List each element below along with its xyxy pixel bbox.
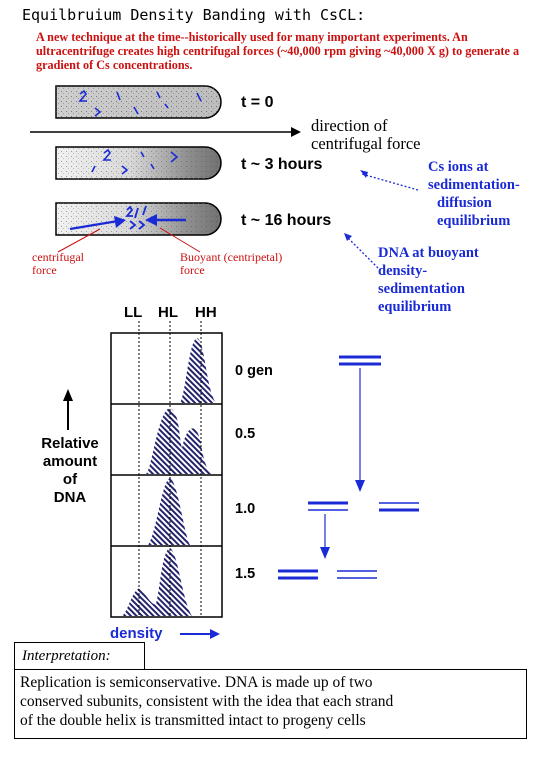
time-label-0: t = 0: [241, 94, 274, 111]
x-axis-label: density: [110, 625, 163, 642]
peak-05-hl: [146, 408, 214, 474]
col-hh: HH: [195, 304, 217, 321]
time-label-1: t ~ 3 hours: [241, 156, 323, 173]
dna-pointer: [345, 235, 379, 269]
gen-0: 0 gen: [235, 363, 273, 379]
bands: [278, 355, 419, 580]
gen-10: 1.0: [235, 501, 256, 517]
time-label-2: t ~ 16 hours: [241, 212, 332, 229]
gen-15: 1.5: [235, 566, 256, 582]
interpretation-box: [14, 669, 527, 739]
tube-t16h: [55, 202, 222, 236]
col-hl: HL: [158, 304, 178, 321]
intro-text: A new technique at the time--historicall…: [36, 30, 520, 72]
tube-t3h: [55, 146, 222, 180]
interpretation-text: Replication is semiconservative. DNA is …: [20, 674, 394, 729]
col-ll: LL: [124, 304, 143, 321]
peak-0gen: [180, 338, 216, 403]
page-title: Equilbruium Density Banding with CsCL:: [22, 6, 366, 24]
cs-pointer: [361, 173, 419, 191]
dna-buoyant-label: DNA at buoyant density- sedimentation eq…: [378, 245, 479, 315]
buoyant-force-label: Buoyant (centripetal)force: [180, 250, 283, 277]
direction-arrow: [30, 127, 301, 137]
gen-05: 0.5: [235, 426, 256, 442]
interpretation-title: Interpretation:: [22, 648, 111, 664]
tube-t0: [55, 85, 222, 119]
peak-10-hl: [148, 478, 190, 545]
interpretation-title-box: [14, 642, 145, 672]
peak-15: [122, 548, 192, 616]
